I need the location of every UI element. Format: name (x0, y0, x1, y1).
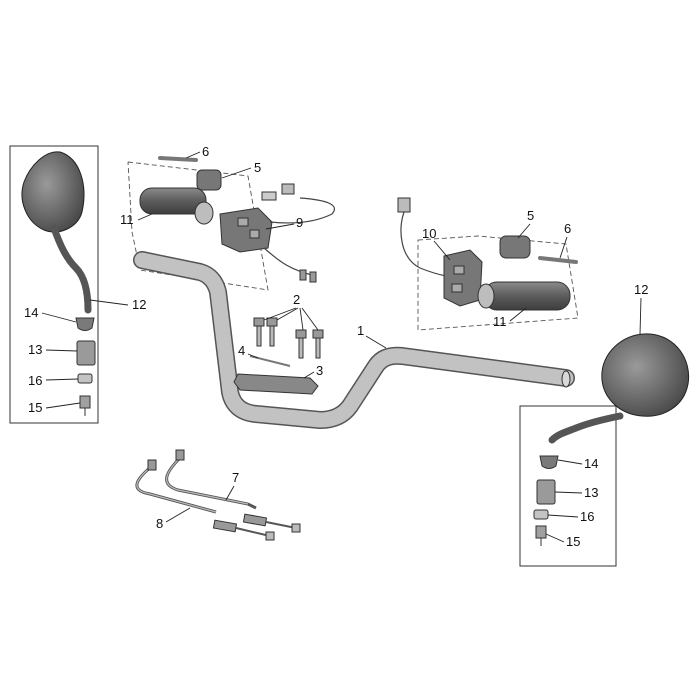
right-bar-end-screw (538, 256, 578, 264)
left-sleeve (76, 340, 96, 366)
callout-7: 7 (232, 470, 239, 485)
callout-13-right: 13 (584, 485, 598, 500)
callout-15-left: 15 (28, 400, 42, 415)
left-bar-end-weight (196, 169, 222, 191)
callout-5-left: 5 (254, 160, 261, 175)
left-rubber-boot (75, 317, 95, 331)
right-switch-housing-icon (443, 249, 483, 307)
callout-11-right: 11 (493, 314, 507, 329)
callout-14-left: 14 (24, 305, 38, 320)
callout-16-left: 16 (28, 373, 42, 388)
callout-11-left: 11 (120, 212, 134, 227)
right-sleeve (536, 479, 556, 505)
left-bar-end-screw (158, 156, 198, 162)
callout-3: 3 (316, 363, 323, 378)
clamp-group: 2 4 3 (233, 292, 324, 395)
right-controls-group: 10 5 6 11 (397, 197, 579, 331)
left-bolt (79, 395, 91, 409)
left-mirror-box (9, 145, 99, 424)
callout-15-right: 15 (566, 534, 580, 549)
left-switch-housing-icon (219, 207, 273, 253)
callout-14-right: 14 (584, 456, 598, 471)
callout-4: 4 (238, 343, 245, 358)
callout-9: 9 (296, 215, 303, 230)
right-bolt (535, 525, 547, 539)
clamp-icon (233, 373, 319, 395)
left-controls-group: 6 5 11 9 (120, 144, 335, 291)
right-mirror-icon (601, 333, 690, 417)
right-mirror-box (519, 405, 617, 567)
clamp-screws (253, 317, 324, 359)
handlebar-group: 1 (133, 251, 575, 429)
left-mirror-stem (50, 224, 92, 314)
callout-6-left: 6 (202, 144, 209, 159)
left-mirror-group: 12 14 13 16 15 (9, 145, 146, 424)
callout-12-left: 12 (132, 297, 146, 312)
callout-16-right: 16 (580, 509, 594, 524)
callout-8: 8 (156, 516, 163, 531)
right-grip-icon (483, 281, 571, 311)
right-switch-wire (400, 211, 447, 277)
callout-2: 2 (293, 292, 300, 307)
throttle-cables-group: 7 8 (135, 449, 301, 541)
right-nut (533, 509, 549, 520)
callout-10: 10 (422, 226, 436, 241)
left-grip-icon (139, 187, 207, 215)
right-mirror-stem (548, 412, 624, 444)
right-controls-dashed-outline (417, 235, 579, 331)
callout-13-left: 13 (28, 342, 42, 357)
callout-5-right: 5 (527, 208, 534, 223)
right-rubber-boot (539, 455, 559, 469)
callout-12-right: 12 (634, 282, 648, 297)
left-mirror-icon (21, 151, 85, 233)
throttle-cable-7 (165, 456, 257, 510)
callout-6-right: 6 (564, 221, 571, 236)
left-nut (77, 373, 93, 384)
right-mirror-group: 12 14 13 16 15 (519, 282, 690, 567)
callout-1: 1 (357, 323, 364, 338)
left-controls-dashed-outline (127, 161, 269, 291)
left-switch-wire (263, 247, 317, 277)
right-bar-end-weight (499, 235, 531, 259)
